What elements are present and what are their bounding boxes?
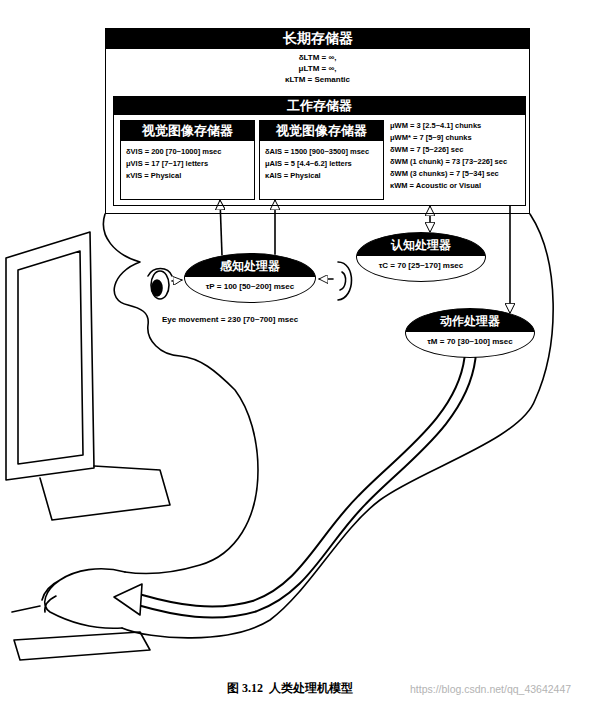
parameter-text: τP = 100 [50~200] msec <box>206 282 294 292</box>
ear <box>338 262 352 300</box>
parameter-text: δLTM = ∞, <box>299 52 337 63</box>
box-title: 视觉图像存储器 <box>276 123 367 139</box>
pupil <box>152 280 162 296</box>
flow-arrow <box>274 200 276 255</box>
monitor-stand <box>40 466 170 520</box>
parameter-text: δVIS = 200 [70~1000] msec <box>126 146 221 158</box>
parameter-text: κLTM = Semantic <box>285 74 350 85</box>
processor-oval: 动作处理器 τM = 70 [30~100] msec <box>405 308 535 358</box>
box-title: 工作存储器 <box>287 98 352 114</box>
parameter-text: δWM (3 chunks) = 7 [5~34] sec <box>390 168 499 180</box>
processor-oval: 认知处理器 τC = 70 [25~170] msec <box>356 232 486 282</box>
parameter-text: μAIS = 5 [4.4~6.2] letters <box>265 158 352 170</box>
monitor-screen <box>18 251 83 464</box>
monitor-frame <box>6 232 94 480</box>
keyboard <box>12 606 150 660</box>
parameter-text: μLTM = ∞, <box>299 63 337 74</box>
flow-arrow <box>220 200 222 255</box>
parameter-text: μWM* = 7 [5~9] chunks <box>390 132 472 144</box>
parameter-text: κWM = Acoustic or Visual <box>390 180 481 192</box>
motor-output-tube-inner <box>140 358 470 612</box>
measurement-label: Eye movement = 230 [70~700] msec <box>160 315 300 325</box>
eyelid <box>148 269 172 277</box>
input-arrow <box>172 280 182 281</box>
parameter-text: κVIS = Physical <box>126 170 181 182</box>
parameter-text: μWM = 3 [2.5~4.1] chunks <box>390 120 481 132</box>
box-title: 视觉图像存储器 <box>142 123 233 139</box>
motor-output-tube <box>140 358 470 612</box>
eye <box>151 271 169 299</box>
memory-box: 工作存储器 μWM = 3 [2.5~4.1] chunksμWM* = 7 [5… <box>113 96 526 206</box>
watermark: https://blog.csdn.net/qq_43642447 <box>410 683 571 695</box>
header-band: 视觉图像存储器 <box>260 121 383 141</box>
head-back-outline <box>122 214 553 638</box>
flow-arrow <box>509 206 511 313</box>
parameter-text: δWM = 7 [5~226] sec <box>390 144 463 156</box>
header-band: 长期存储器 <box>106 29 529 49</box>
flow-arrow <box>429 206 431 232</box>
box-title: 感知处理器 <box>220 259 280 273</box>
box-title: 长期存储器 <box>283 31 353 47</box>
parameter-text: δWM (1 chunk) = 73 [73~226] sec <box>390 156 507 168</box>
memory-box: 长期存储器 δLTM = ∞,μLTM = ∞,κLTM = Semantic 工作… <box>105 28 530 214</box>
header-band: 视觉图像存储器 <box>121 121 254 141</box>
parameter-text: τM = 70 [30~100] msec <box>427 337 512 347</box>
store-box: 视觉图像存储器 δVIS = 200 [70~1000] msecμVIS = 1… <box>120 120 255 200</box>
parameter-text: τC = 70 [25~170] msec <box>379 261 464 271</box>
processor-oval: 感知处理器 τP = 100 [50~200] msec <box>184 253 316 303</box>
parameter-text: μVIS = 17 [7~17] letters <box>126 158 208 170</box>
parameter-text: δAIS = 1500 [900~3500] msec <box>265 146 369 158</box>
store-box: 视觉图像存储器 δAIS = 1500 [900~3500] msecμAIS =… <box>259 120 384 200</box>
parameter-text: κAIS = Physical <box>265 170 321 182</box>
hand <box>42 569 125 629</box>
box-title: 认知处理器 <box>391 238 451 252</box>
motor-output-head <box>114 584 142 615</box>
input-arrow <box>319 278 333 280</box>
figure-caption: 图 3.12 人类处理机模型 <box>150 681 430 695</box>
box-title: 动作处理器 <box>440 314 500 328</box>
header-band: 工作存储器 <box>114 97 525 115</box>
